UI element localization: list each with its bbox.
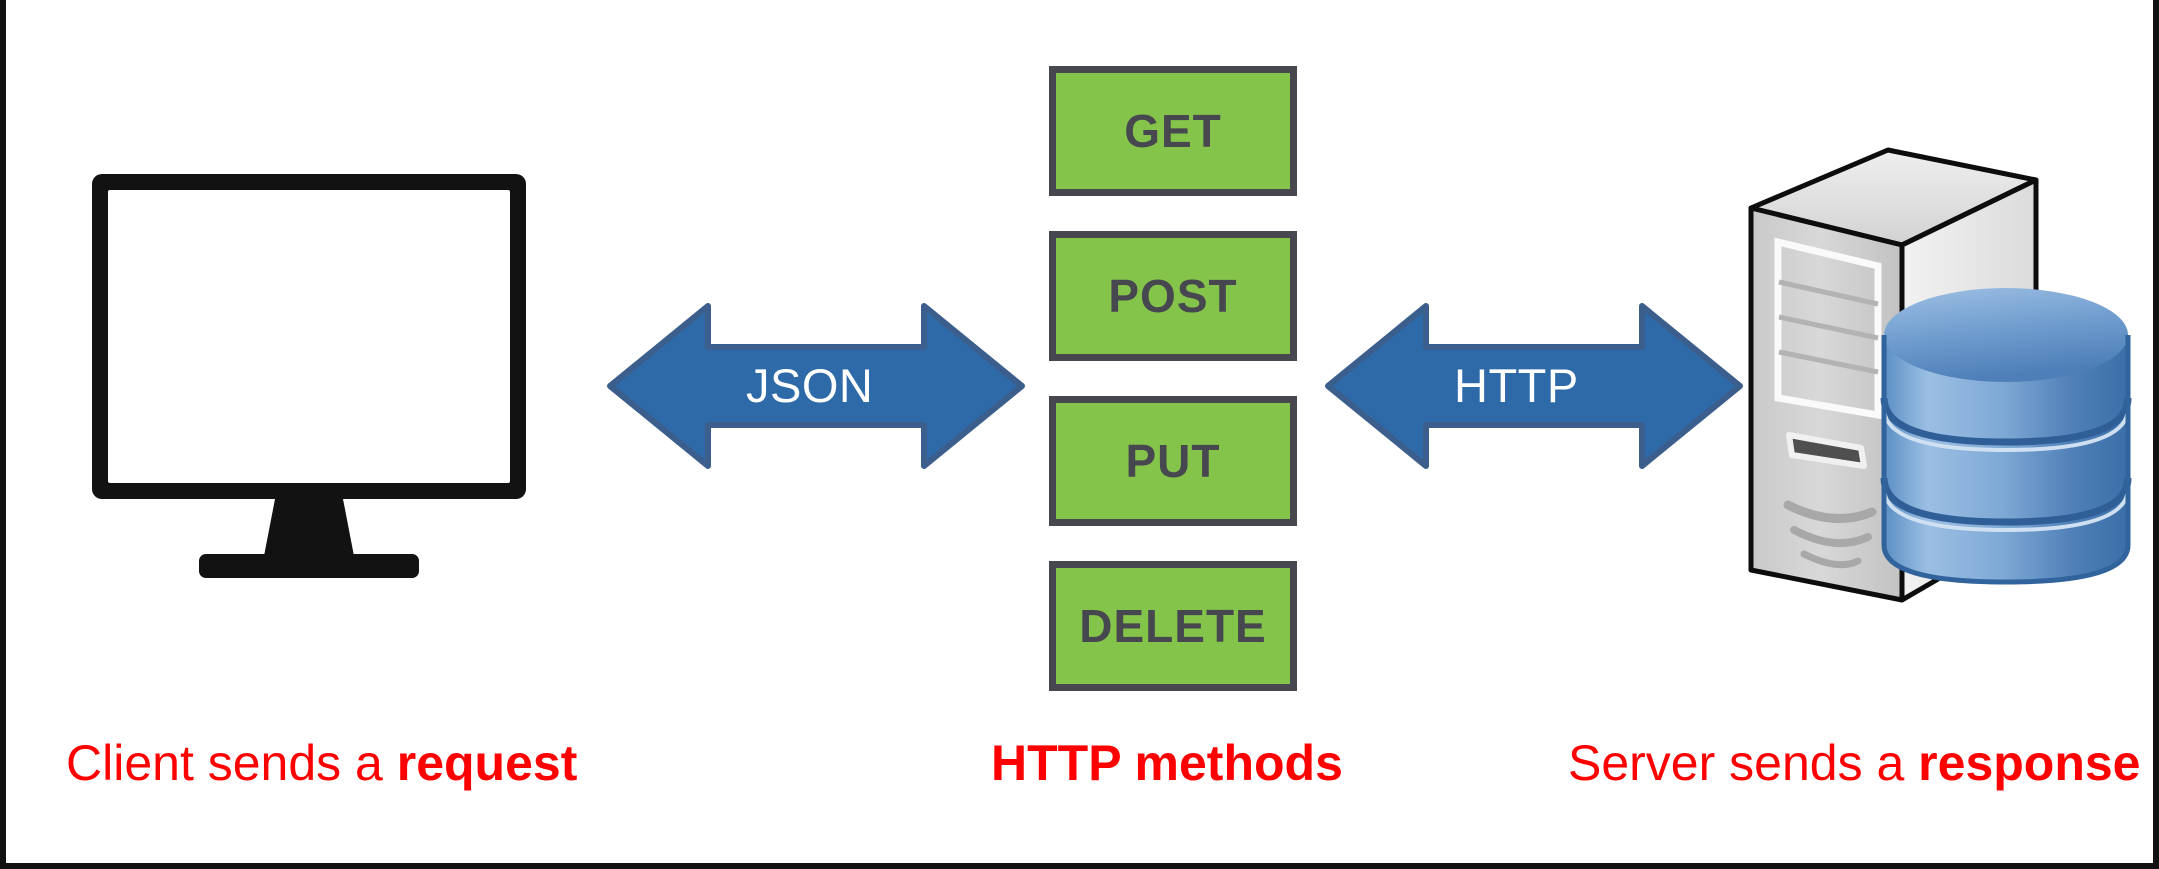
method-box-get[interactable]: GET	[1049, 66, 1297, 196]
tower-drive-slot	[1786, 432, 1867, 469]
client-caption: Client sends a request	[66, 738, 577, 788]
desktop-monitor-icon	[92, 174, 526, 578]
http-methods-list: GET POST PUT DELETE	[1049, 66, 1297, 691]
client-caption-bold: request	[396, 735, 578, 791]
server-tower-icon	[1748, 147, 2132, 603]
server-caption: Server sends a response	[1568, 738, 2141, 788]
database-ring	[1880, 477, 2132, 526]
tower-vent-line	[1783, 500, 1877, 524]
tower-vent-line	[1800, 550, 1862, 569]
method-box-post[interactable]: POST	[1049, 231, 1297, 361]
server-caption-plain: Server sends a	[1568, 735, 1919, 791]
database-ring-highlight	[1882, 487, 2130, 533]
methods-caption: HTTP methods	[991, 735, 1343, 791]
method-label-post: POST	[1108, 270, 1238, 322]
monitor-stand-base	[199, 554, 419, 578]
server-caption-bold: response	[1918, 735, 2141, 791]
method-label-get: GET	[1124, 105, 1222, 157]
tower-bay-line	[1778, 314, 1879, 341]
tower-bay-panel	[1774, 237, 1882, 420]
client-caption-plain: Client sends a	[66, 735, 397, 791]
database-ring-highlight	[1882, 407, 2130, 453]
json-arrow-shape	[607, 303, 1025, 469]
database-cylinder-icon	[1880, 288, 2132, 585]
client-monitor-group	[86, 168, 586, 588]
method-box-delete[interactable]: DELETE	[1049, 561, 1297, 691]
method-label-put: PUT	[1125, 435, 1221, 487]
monitor-screen	[108, 190, 510, 483]
tower-bay-line	[1778, 349, 1879, 375]
database-ring	[1880, 397, 2132, 446]
method-label-delete: DELETE	[1079, 600, 1267, 652]
method-box-put[interactable]: PUT	[1049, 396, 1297, 526]
json-arrow	[607, 303, 1025, 469]
server-group	[1706, 130, 2153, 630]
http-arrow-shape	[1325, 303, 1743, 469]
monitor-stand-neck	[264, 499, 354, 556]
tower-bay-line	[1778, 279, 1879, 307]
http-arrow	[1325, 303, 1743, 469]
database-top-disc	[1884, 288, 2128, 382]
tower-vent-line	[1790, 526, 1872, 548]
database-outline	[1881, 335, 2131, 585]
